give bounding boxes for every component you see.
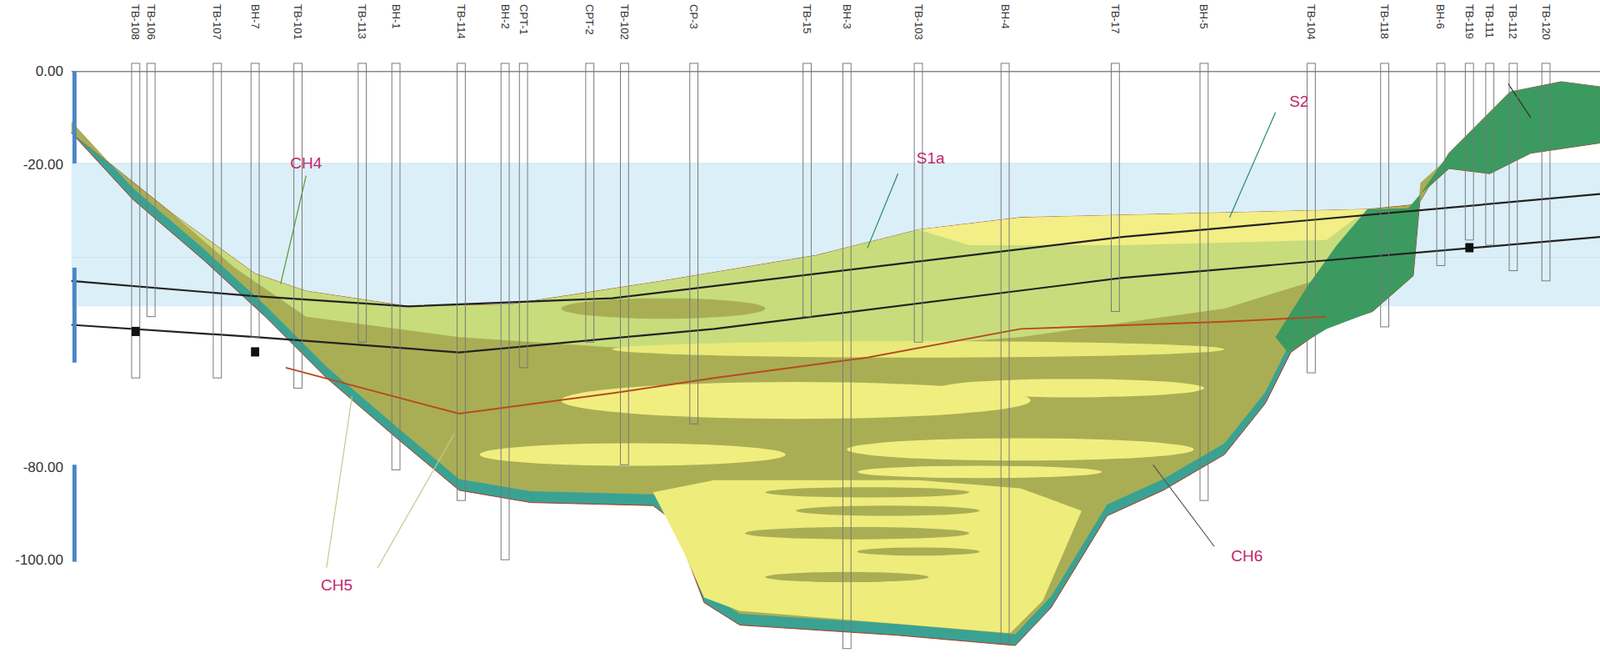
- borehole: [1541, 63, 1550, 281]
- boreholes: [131, 63, 1550, 649]
- unit-label: CH4: [290, 154, 322, 173]
- geology-shape: [939, 378, 1205, 397]
- geology-shape: [745, 526, 970, 540]
- borehole-name: TB-17: [1110, 3, 1121, 35]
- borehole: [131, 63, 140, 378]
- leader-lines: [280, 83, 1531, 568]
- borehole: [457, 63, 466, 500]
- borehole: [146, 63, 155, 317]
- borehole-name: TB-111: [1484, 3, 1495, 40]
- geology-shape: [918, 209, 1368, 245]
- borehole: [585, 63, 595, 342]
- borehole-name: TB-113: [356, 3, 368, 40]
- geology-layers: [71, 81, 1600, 645]
- tunnel-line: [71, 194, 1600, 307]
- boundary-line: [285, 316, 1327, 414]
- axis-label: 0.00: [35, 63, 64, 80]
- borehole: [690, 63, 699, 424]
- axis-label: -20.00: [23, 156, 64, 174]
- borehole-name: TB-101: [292, 3, 304, 41]
- borehole: [213, 63, 222, 378]
- geology-shape: [795, 505, 980, 515]
- axis-label: -80.00: [23, 459, 64, 476]
- borehole: [1200, 63, 1209, 500]
- borehole: [519, 63, 528, 368]
- borehole-marker: [1465, 242, 1474, 252]
- borehole-name: TB-104: [1305, 3, 1317, 41]
- tunnel-line: [71, 236, 1600, 352]
- geology-shape: [480, 443, 786, 466]
- geology-shape: [560, 298, 765, 319]
- geology-shape: [71, 81, 1600, 645]
- borehole-name: TB-107: [211, 3, 223, 41]
- ground-line: [71, 70, 1600, 72]
- geology-shape: [1275, 194, 1421, 353]
- borehole-name: BH-2: [500, 3, 511, 30]
- borehole-name: TB-108: [130, 3, 141, 41]
- axis-bars: [72, 71, 77, 562]
- borehole: [1465, 63, 1474, 240]
- borehole: [803, 63, 812, 317]
- borehole-name: CP-3: [688, 3, 700, 30]
- unit-label: CH6: [1230, 546, 1263, 565]
- borehole: [620, 63, 629, 465]
- borehole-name: BH-7: [250, 3, 261, 30]
- geology-shape: [1420, 81, 1600, 195]
- geology-shape: [765, 571, 929, 582]
- geology-shape: [71, 81, 1600, 635]
- borehole-name: BH-3: [841, 3, 853, 30]
- borehole: [914, 63, 923, 342]
- borehole: [358, 63, 367, 342]
- geology-shape: [612, 340, 1225, 358]
- borehole: [1436, 63, 1445, 266]
- borehole-name: TB-103: [913, 3, 925, 41]
- borehole-name: TB-102: [619, 3, 630, 41]
- borehole: [1380, 63, 1390, 327]
- borehole-name: TB-119: [1464, 3, 1475, 40]
- borehole-marker: [131, 326, 140, 336]
- borehole: [1110, 63, 1120, 312]
- geology-shape: [857, 465, 1103, 478]
- borehole-name: CPT-2: [584, 3, 595, 36]
- borehole-name: TB-15: [801, 3, 813, 35]
- axis-label: -100.00: [15, 551, 64, 569]
- geology-shape: [653, 480, 1082, 634]
- geology-shape: [857, 546, 980, 555]
- geology-shape: [765, 486, 970, 497]
- borehole: [842, 63, 851, 649]
- unit-label: CH5: [320, 575, 353, 595]
- borehole: [500, 63, 510, 560]
- borehole: [1485, 63, 1495, 245]
- borehole-name: BH-6: [1435, 3, 1446, 30]
- geology-shape: [846, 437, 1194, 460]
- borehole: [250, 63, 260, 337]
- unit-label: S2: [1289, 92, 1309, 111]
- borehole-name: BH-1: [390, 3, 402, 30]
- borehole: [294, 63, 303, 388]
- borehole-name: TB-106: [145, 3, 157, 41]
- borehole: [1509, 63, 1518, 271]
- borehole-name: BH-5: [1198, 3, 1210, 30]
- borehole-marker: [250, 346, 260, 356]
- unit-label: S1a: [916, 149, 945, 168]
- borehole-name: CPT-1: [518, 3, 530, 36]
- borehole-name: TB-112: [1507, 3, 1519, 40]
- borehole-name: TB-114: [455, 3, 467, 40]
- borehole: [391, 63, 400, 470]
- borehole-name: TB-120: [1540, 3, 1552, 41]
- borehole-name: TB-118: [1379, 3, 1390, 40]
- borehole-name: BH-4: [1000, 3, 1011, 30]
- borehole: [1000, 63, 1010, 644]
